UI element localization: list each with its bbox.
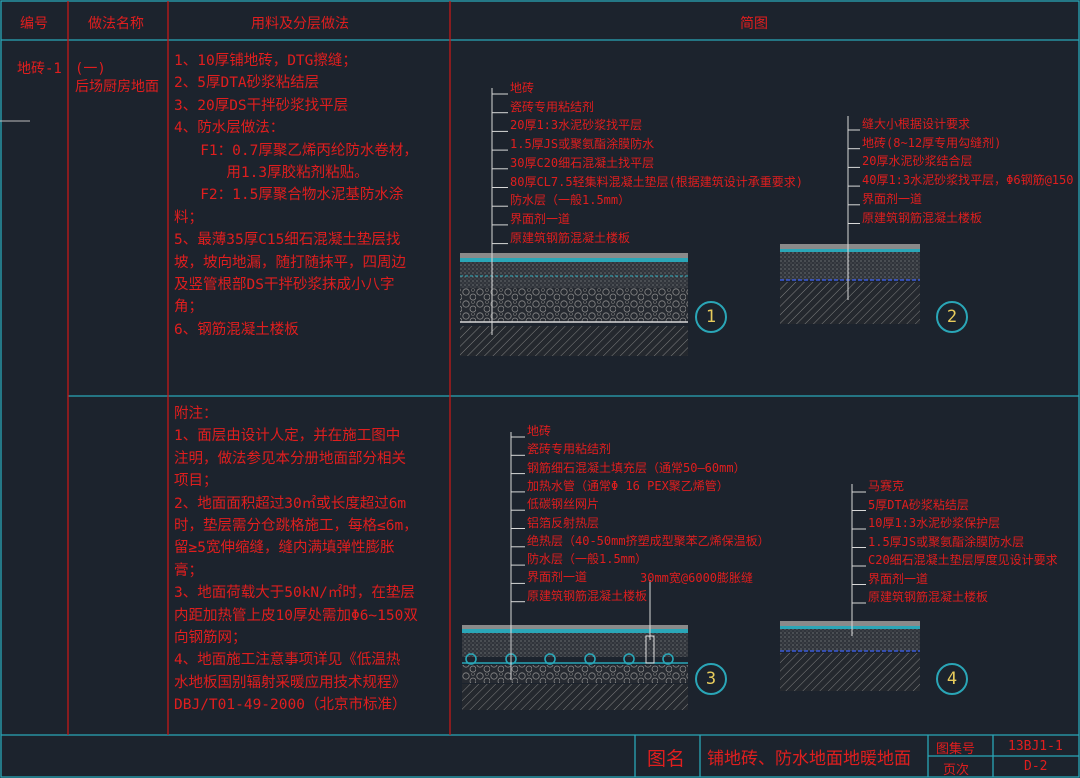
note-line: 膏； bbox=[174, 562, 203, 579]
notes-list: 附注： 1、面层由设计人定，并在施工图中注明，做法参见本分册地面部分相关项目； 2、… bbox=[174, 403, 418, 717]
layer-label: 20厚水泥砂浆结合层 bbox=[862, 154, 973, 169]
layer-label: 绝热层（40-50mm挤塑成型聚苯乙烯保温板） bbox=[527, 533, 770, 548]
note-line: 注明，做法参见本分册地面部分相关 bbox=[174, 450, 406, 467]
material-line: 角； bbox=[174, 299, 203, 316]
diagram-number-4: 4 bbox=[936, 663, 968, 695]
note-line: 向钢筋网； bbox=[174, 630, 247, 647]
note-line: 4、地面施工注意事项详见《低温热 bbox=[174, 652, 401, 669]
row-name-line2: 后场厨房地面 bbox=[75, 79, 159, 95]
note-line: DBJ/T01-49-2000（北京市标准） bbox=[174, 697, 407, 714]
diagram-number-3: 3 bbox=[695, 663, 727, 695]
note-line: 2、地面面积超过30㎡或长度超过6m bbox=[174, 495, 407, 512]
diagram-number-2: 2 bbox=[936, 301, 968, 333]
layer-label: 界面剂一道 bbox=[527, 570, 588, 585]
title-label: 图名 bbox=[647, 748, 686, 770]
header-code: 编号 bbox=[20, 16, 48, 32]
layer-label: 原建筑钢筋混凝土楼板 bbox=[868, 590, 989, 604]
note-line: 留≥5宽伸缩缝，缝内满填弹性膨胀 bbox=[174, 540, 395, 557]
diagram-4-section bbox=[780, 621, 920, 691]
layer-label: 地砖 bbox=[510, 81, 535, 95]
layer-label: 缝大小根据设计要求 bbox=[862, 117, 971, 131]
layer-label: 防水层（一般1.5mm） bbox=[510, 193, 631, 208]
diagram-number-1: 1 bbox=[695, 301, 727, 333]
material-line: F1：0.7厚聚乙烯丙纶防水卷材， bbox=[174, 142, 418, 159]
layer-label: 防水层（一般1.5mm） bbox=[527, 552, 648, 567]
layer-label: 40厚1:3水泥砂浆找平层，Φ6钢筋@150 bbox=[862, 173, 1074, 188]
layer-label: 界面剂一道 bbox=[510, 211, 571, 226]
layer-label: 低碳钢丝网片 bbox=[527, 497, 600, 512]
expansion-joint-label: 30mm宽@6000膨胀缝 bbox=[640, 571, 754, 585]
materials-list: 1、10厚铺地砖，DTG擦缝； 2、5厚DTA砂浆粘结层 3、20厚DS干拌砂浆找平… bbox=[174, 50, 418, 341]
material-line: 2、5厚DTA砂浆粘结层 bbox=[174, 75, 320, 92]
material-line: 3、20厚DS干拌砂浆找平层 bbox=[174, 97, 349, 114]
material-line: 6、钢筋混凝土楼板 bbox=[174, 321, 299, 338]
layer-label: 30厚C20细石混凝土找平层 bbox=[510, 155, 655, 170]
layer-label: 原建筑钢筋混凝土楼板 bbox=[510, 230, 631, 245]
note-line: 附注： bbox=[174, 406, 218, 422]
layer-label: 铝箔反射热层 bbox=[527, 515, 600, 530]
material-line: 1、10厚铺地砖，DTG擦缝； bbox=[174, 53, 357, 69]
layer-label: 瓷砖专用粘结剂 bbox=[527, 442, 612, 457]
material-line: 坡，坡向地漏，随打随抹平，四周边 bbox=[174, 254, 406, 271]
material-line: 及竖管根部DS干拌砂浆抹成小八字 bbox=[174, 277, 395, 294]
material-line: F2：1.5厚聚合物水泥基防水涂 bbox=[174, 187, 404, 204]
diagram-1-section bbox=[460, 253, 688, 356]
note-line: 项目； bbox=[174, 473, 218, 490]
layer-label: 加热水管（通常Φ 16 PEX聚乙烯管） bbox=[527, 478, 729, 493]
layer-label: C20细石混凝土垫层厚度见设计要求 bbox=[868, 553, 1058, 567]
layer-label: 1.5厚JS或聚氨酯涂膜防水层 bbox=[868, 534, 1025, 549]
layer-label: 马赛克 bbox=[868, 479, 905, 493]
material-line: 5、最薄35厚C15细石混凝土垫层找 bbox=[174, 232, 401, 249]
material-line: 用1.3厚胶粘剂粘贴。 bbox=[174, 165, 369, 182]
note-line: 水地板国别辐射采暖应用技术规程》 bbox=[174, 674, 406, 691]
layer-label: 10厚1:3水泥砂浆保护层 bbox=[868, 516, 1001, 530]
layer-label: 钢筋细石混凝土填充层（通常50—60mm） bbox=[527, 460, 746, 475]
layer-label: 80厚CL7.5轻集料混凝土垫层(根据建筑设计承重要求) bbox=[510, 174, 804, 189]
atlas-number: 13BJ1-1 bbox=[1008, 739, 1063, 754]
layer-label: 地砖(8~12厚专用勾缝剂) bbox=[862, 135, 1002, 150]
atlas-number-label: 图集号 bbox=[936, 742, 976, 757]
material-line: 4、防水层做法： bbox=[174, 120, 285, 137]
header-method-name: 做法名称 bbox=[88, 16, 144, 32]
layer-label: 原建筑钢筋混凝土楼板 bbox=[527, 588, 648, 603]
layer-label: 界面剂一道 bbox=[862, 191, 923, 206]
layer-label: 瓷砖专用粘结剂 bbox=[510, 99, 595, 114]
note-line: 3、地面荷载大于50kN/㎡时，在垫层 bbox=[174, 585, 415, 602]
header-materials: 用料及分层做法 bbox=[251, 16, 349, 32]
layer-label: 界面剂一道 bbox=[868, 571, 929, 586]
note-line: 1、面层由设计人定，并在施工图中 bbox=[174, 428, 401, 445]
layer-label: 5厚DTA砂浆粘结层 bbox=[868, 497, 969, 512]
page-number: D-2 bbox=[1024, 759, 1048, 774]
diagram-2-section bbox=[780, 244, 920, 324]
row-name-line1: (一) bbox=[75, 61, 106, 77]
header-diagram: 简图 bbox=[740, 16, 768, 32]
row-code: 地砖-1 bbox=[17, 61, 62, 77]
diagram-3-section bbox=[462, 625, 688, 710]
note-line: 内距加热管上皮10厚处需加Φ6~150双 bbox=[174, 607, 418, 624]
layer-label: 地砖 bbox=[527, 424, 552, 438]
layer-label: 1.5厚JS或聚氨酯涂膜防水 bbox=[510, 137, 655, 152]
layer-label: 20厚1:3水泥砂浆找平层 bbox=[510, 118, 643, 133]
drawing-title: 铺地砖、防水地面地暖地面 bbox=[707, 749, 911, 769]
note-line: 时，垫层需分仓跳格施工，每格≤6m， bbox=[174, 518, 418, 535]
layer-label: 原建筑钢筋混凝土楼板 bbox=[862, 210, 983, 225]
material-line: 料； bbox=[174, 209, 203, 226]
page-label: 页次 bbox=[943, 763, 970, 778]
